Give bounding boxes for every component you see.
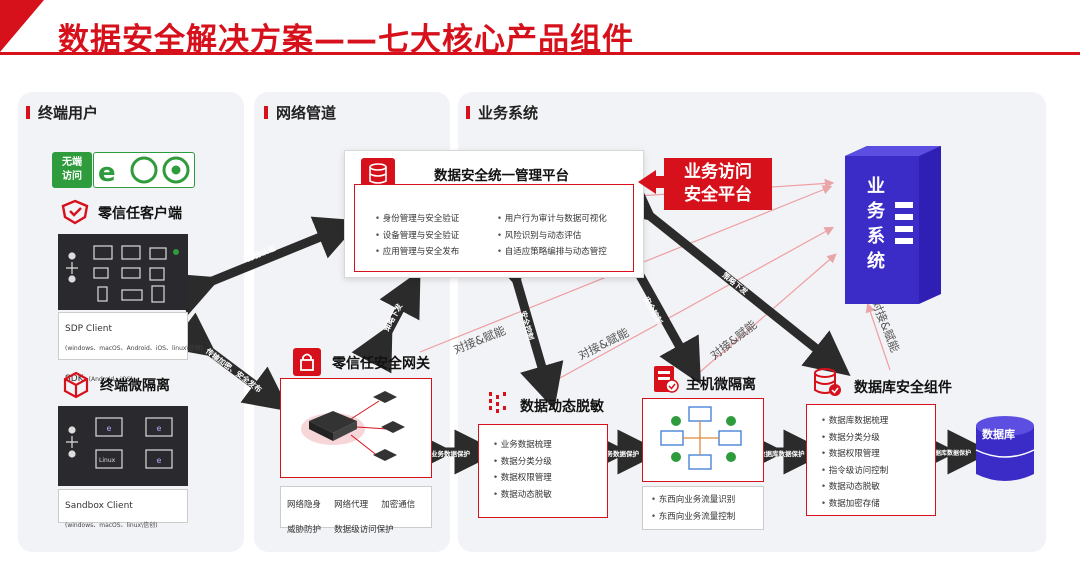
title-underline	[0, 52, 1080, 55]
svg-text:e: e	[107, 424, 112, 433]
masking-item: 数据权限管理	[493, 470, 552, 487]
browser-icons: e	[98, 156, 190, 188]
linux-screen-label: Linux	[99, 457, 116, 464]
sdk-item: SDK (Android、iOS)	[65, 366, 181, 385]
arrow-label-biz-protect-2: 业务数据保护	[600, 450, 639, 458]
host-visual-box	[642, 398, 764, 482]
platform-right-list: 用户行为审计与数据可视化 风险识别与动态评估 自适应策略编排与动态管控	[497, 211, 607, 261]
platform-db-icon	[360, 157, 396, 197]
sandbox-client-label: Sandbox Client	[65, 501, 133, 511]
sandbox-client-platforms: (windows、macOS、linux\信创)	[65, 522, 158, 529]
browser-icon-row: e	[93, 152, 195, 188]
cube-icon	[62, 371, 90, 403]
masking-list: 业务数据梳理 数据分类分级 数据权限管理 数据动态脱敏	[493, 437, 552, 503]
safari-icon	[130, 156, 158, 184]
host-item: 东西向业务流量控制	[651, 509, 736, 526]
masking-icon	[486, 390, 512, 422]
gateway-feature: 网络代理	[334, 500, 369, 510]
db-component-box: 数据库数据梳理 数据分类分级 数据权限管理 指令级访问控制 数据动态脱敏 数据加…	[806, 404, 936, 516]
access-platform-tag: 业务访问 安全平台	[664, 158, 772, 210]
sdk-platforms: (Android、iOS)	[88, 376, 133, 383]
masking-box: 业务数据梳理 数据分类分级 数据权限管理 数据动态脱敏	[478, 424, 608, 518]
svg-text:e: e	[157, 424, 162, 433]
platform-function-box: 身份管理与安全验证 设备管理与安全验证 应用管理与安全发布 用户行为审计与数据可…	[354, 184, 634, 272]
masking-title: 数据动态脱敏	[520, 399, 604, 415]
chrome-icon	[162, 156, 190, 184]
arrow-label-db-protect-1: 数据库数据保护	[759, 450, 805, 458]
host-title: 主机微隔离	[686, 377, 756, 393]
sdk-label: SDK	[65, 374, 84, 384]
micro-isolation-title: 终端微隔离	[100, 378, 170, 394]
database-label: 数据库	[982, 428, 1015, 441]
zone-network-title: 网络管道	[264, 102, 336, 123]
platform-left-item: 设备管理与安全验证	[375, 228, 460, 245]
masking-item: 业务数据梳理	[493, 437, 552, 454]
db-component-title: 数据库安全组件	[854, 380, 952, 396]
masking-item: 数据动态脱敏	[493, 487, 552, 504]
masking-item: 数据分类分级	[493, 454, 552, 471]
platform-right-item: 用户行为审计与数据可视化	[497, 211, 607, 228]
gateway-features: 网络隐身 网络代理 加密通信 威胁防护 数据级访问保护	[280, 486, 432, 535]
db-component-item: 数据动态脱敏	[821, 479, 888, 496]
client-device-panel	[58, 234, 188, 310]
sandbox-platform-list: Sandbox Client (windows、macOS、linux\信创)	[58, 489, 188, 529]
business-system-label: 业 务 系 统	[867, 176, 885, 272]
business-system-server: 业 务 系 统	[845, 146, 941, 304]
host-item: 东西向业务流量识别	[651, 492, 736, 509]
gateway-feature-row-1: 网络隐身 网络代理 加密通信	[287, 492, 425, 511]
db-component-item: 数据分类分级	[821, 430, 888, 447]
arrow-label-biz-protect-1: 业务数据保护	[431, 450, 470, 458]
db-component-item: 数据权限管理	[821, 446, 888, 463]
sdp-client-label: SDP Client	[65, 324, 112, 334]
zone-terminal-title: 终端用户	[26, 102, 98, 123]
gateway-device-graphic	[301, 391, 405, 461]
db-component-list: 数据库数据梳理 数据分类分级 数据权限管理 指令级访问控制 数据动态脱敏 数据加…	[821, 413, 889, 513]
gateway-feature: 威胁防护	[287, 525, 322, 535]
gateway-feature: 数据级访问保护	[334, 525, 394, 535]
database-cylinder: 数据库	[974, 414, 1036, 488]
platform-right-item: 自适应策略编排与动态管控	[497, 244, 607, 261]
gateway-title: 零信任安全网关	[332, 356, 430, 372]
platform-left-item: 应用管理与安全发布	[375, 244, 460, 261]
zero-trust-client-title: 零信任客户端	[98, 206, 182, 222]
sandbox-client-item: Sandbox Client (windows、macOS、linux\信创)	[65, 493, 181, 531]
platform-title: 数据安全统一管理平台	[434, 168, 569, 184]
db-component-item: 数据加密存储	[821, 496, 888, 513]
lock-icon	[292, 347, 322, 381]
gateway-feature-row-2: 威胁防护 数据级访问保护	[287, 517, 425, 536]
sdp-client-platforms: (windows、macOS、Android、iOS、linux\信创)	[65, 345, 203, 352]
gateway-visual-box	[280, 378, 432, 478]
sandbox-device-panel: e e e Linux	[58, 406, 188, 486]
arrow-label-db-protect-2: 数据库数据保护	[929, 450, 972, 457]
header-corner-shape	[0, 0, 44, 52]
db-shield-icon	[812, 366, 842, 402]
gateway-feature: 网络隐身	[287, 500, 322, 510]
access-platform-arrow	[638, 170, 668, 194]
device-icons	[66, 245, 179, 303]
host-topology-graphic	[660, 406, 742, 470]
no-client-access-badge: 无端 访问	[52, 152, 92, 188]
ie-icon: e	[98, 158, 116, 187]
host-list-box: 东西向业务流量识别 东西向业务流量控制	[642, 486, 764, 530]
shield-icon	[60, 199, 90, 229]
platform-left-item: 身份管理与安全验证	[375, 211, 460, 228]
client-platform-list: SDP Client (windows、macOS、Android、iOS、li…	[58, 312, 203, 384]
sandbox-icons: e e e	[66, 417, 173, 469]
zone-business-title: 业务系统	[466, 102, 538, 123]
svg-text:e: e	[157, 456, 162, 465]
sdp-client-item: SDP Client (windows、macOS、Android、iOS、li…	[65, 316, 203, 354]
platform-right-item: 风险识别与动态评估	[497, 228, 607, 245]
db-component-item: 数据库数据梳理	[821, 413, 889, 430]
gateway-feature: 加密通信	[381, 500, 416, 510]
db-component-item: 指令级访问控制	[821, 463, 889, 480]
host-list: 东西向业务流量识别 东西向业务流量控制	[651, 492, 736, 526]
platform-left-list: 身份管理与安全验证 设备管理与安全验证 应用管理与安全发布	[375, 211, 460, 261]
host-server-icon	[652, 364, 680, 398]
